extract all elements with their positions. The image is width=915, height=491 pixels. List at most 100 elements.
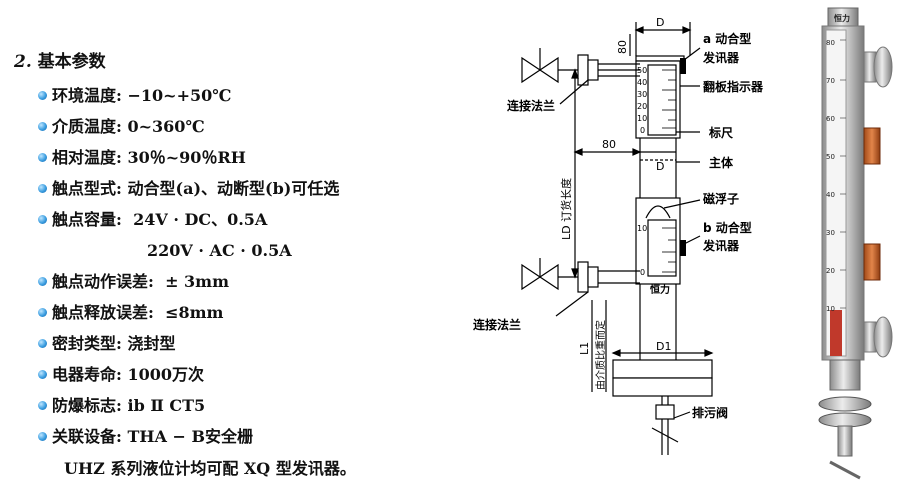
scale-tick-label: 20	[637, 102, 647, 111]
spec-value: 浇封型	[127, 334, 176, 353]
technical-drawing: 50 40 30 20 10 0 10 0 恒力 D 80 80 D D1 L1…	[473, 16, 764, 455]
bullet-icon	[38, 184, 47, 193]
label-a-contact-2: 发讯器	[702, 50, 740, 65]
spec-item: 触点型式: 动合型(a)、动断型(b)可任选	[38, 177, 340, 201]
bullet-icon	[38, 432, 47, 441]
label-drain-valve: 排污阀	[692, 405, 728, 420]
photo-scale-label: 60	[826, 115, 835, 123]
bullet-icon	[38, 339, 47, 348]
spec-label: 防爆标志:	[52, 396, 122, 415]
spec-item: 介质温度: 0~360℃	[38, 115, 205, 139]
label-flange-bottom: 连接法兰	[473, 317, 521, 332]
bottom-flange-upper	[612, 359, 713, 379]
drain-valve-body	[655, 404, 675, 420]
scale-tick-label: 50	[637, 66, 647, 75]
dim-ld: LD 订货长度	[559, 178, 573, 240]
photo-scale-label: 50	[826, 153, 835, 161]
valve-bottom	[521, 263, 542, 291]
photo-scale-label: 40	[826, 191, 835, 199]
spec-label: 关联设备:	[52, 427, 122, 446]
spec-item: 相对温度: 30％~90％RH	[38, 146, 246, 170]
photo-bottom-flange	[818, 412, 872, 428]
flange-top-right	[587, 59, 599, 81]
photo-scale-label: 80	[826, 39, 835, 47]
product-photo: 恒力 80 70 60 50 40 30 20 10	[818, 7, 893, 480]
bullet-icon	[38, 277, 47, 286]
arrow-icon	[573, 148, 583, 156]
spec-value: 0~360℃	[127, 117, 205, 136]
arrow-icon	[682, 26, 692, 34]
label-float: 磁浮子	[702, 191, 739, 206]
spec-item: 触点释放误差: ≤8mm	[38, 301, 223, 325]
photo-drain-valve	[837, 425, 853, 457]
spec-value: THA − B安全栅	[127, 427, 254, 446]
dim-80-top: 80	[616, 40, 629, 54]
spec-value: ib Ⅱ CT5	[127, 396, 206, 415]
arrow-icon	[634, 26, 644, 34]
label-a-contact: a 动合型	[703, 31, 751, 46]
spec-label: 电器寿命:	[52, 365, 122, 384]
contact-b-icon	[680, 240, 686, 256]
arrow-icon	[571, 268, 579, 279]
contact-a-icon	[680, 58, 686, 74]
brand-label: 恒力	[650, 283, 670, 296]
scale-tick-label: 40	[637, 78, 647, 87]
footer-note: UHZ 系列液位计均可配 XQ 型发讯器。	[64, 459, 356, 478]
dim-l1: L1	[578, 342, 591, 355]
photo-brand: 恒力	[834, 13, 850, 23]
spec-value-continued: 220V · AC · 0.5A	[147, 241, 292, 260]
dim-d-mid: D	[656, 160, 664, 173]
scale-tick-label: 0	[640, 268, 645, 277]
spec-label: 触点释放误差:	[52, 303, 154, 322]
bullet-icon	[38, 308, 47, 317]
bullet-icon	[38, 370, 47, 379]
label-flange-top: 连接法兰	[507, 98, 555, 113]
arrow-icon	[571, 68, 579, 79]
photo-lower-pipe	[829, 359, 861, 391]
photo-scale-label: 20	[826, 267, 835, 275]
dim-d-top: D	[656, 16, 664, 29]
top-cap	[635, 55, 685, 62]
bullet-icon	[38, 91, 47, 100]
dim-density-note: 由介质比重而定	[594, 320, 607, 390]
leader-line	[663, 199, 701, 209]
leader-line	[673, 411, 691, 419]
label-b-contact: b 动合型	[703, 220, 752, 235]
photo-scale-label: 10	[826, 305, 835, 313]
photo-contact-switch	[863, 243, 881, 281]
spec-item: 触点动作误差: ± 3mm	[38, 270, 229, 294]
section-number: 2.	[14, 52, 32, 72]
scale-tick-label: 0	[640, 126, 645, 135]
bottom-flange-lower	[612, 377, 713, 397]
scale-tick-label: 30	[637, 90, 647, 99]
spec-label: 相对温度:	[52, 148, 122, 167]
spec-item: 环境温度: −10~+50℃	[38, 84, 231, 108]
spec-value: 24V · DC、0.5A	[133, 210, 268, 229]
arrow-icon	[611, 349, 621, 357]
lower-indicator-box	[635, 197, 681, 285]
bullet-icon	[38, 122, 47, 131]
spec-label: 触点动作误差:	[52, 272, 154, 291]
lower-scale-window	[647, 219, 677, 277]
flange-bottom-right	[587, 266, 599, 288]
spec-item: 关联设备: THA − B安全栅	[38, 425, 254, 449]
spec-label: 环境温度:	[52, 86, 122, 105]
label-body: 主体	[709, 155, 734, 170]
spec-label: 触点型式:	[52, 179, 122, 198]
scale-tick-label: 10	[637, 224, 647, 233]
leader-line	[683, 235, 701, 245]
bullet-icon	[38, 153, 47, 162]
dim-80-side: 80	[602, 138, 616, 151]
spec-value: 动合型(a)、动断型(b)可任选	[127, 179, 340, 198]
spec-value: 1000万次	[127, 365, 205, 384]
bullet-icon	[38, 401, 47, 410]
photo-scale-label: 70	[826, 77, 835, 85]
flip-indicator-box	[635, 60, 681, 139]
spec-item: 触点容量: 24V · DC、0.5A	[38, 208, 268, 232]
arrow-icon	[632, 148, 642, 156]
valve-top	[538, 56, 559, 84]
label-b-contact-2: 发讯器	[702, 238, 740, 253]
bullet-icon	[38, 215, 47, 224]
leader-line	[559, 79, 589, 105]
valve-bottom	[538, 263, 559, 291]
